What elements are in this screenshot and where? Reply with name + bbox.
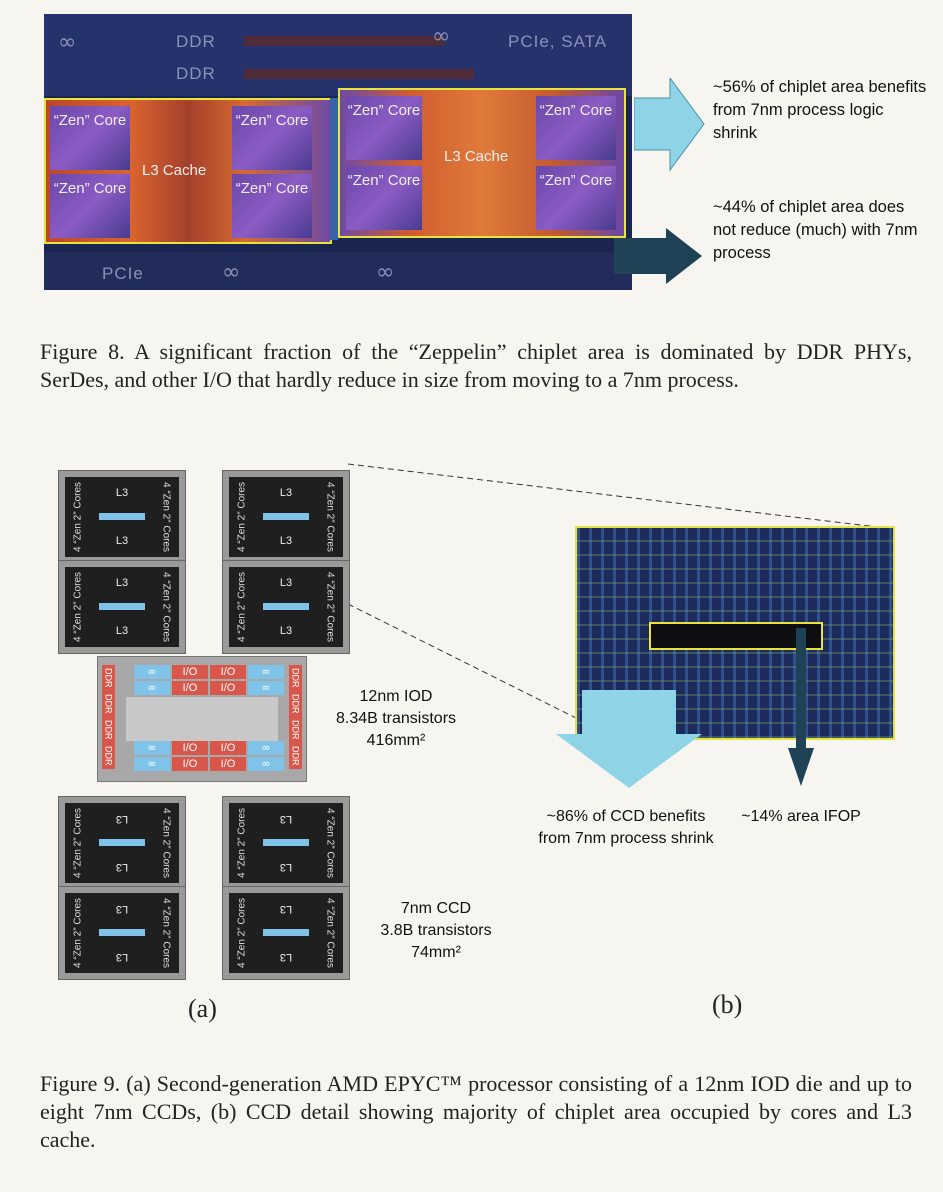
infinity-icon: ∞ xyxy=(248,741,284,755)
io-cell: I/O xyxy=(210,741,246,755)
light-arrow xyxy=(634,78,705,172)
ddr-label: DDR xyxy=(176,64,216,83)
die-texture xyxy=(244,36,444,46)
iod-spec: 12nm IOD 8.34B transistors 416mm² xyxy=(335,688,457,749)
io-cell: I/O xyxy=(172,741,208,755)
figure-9-caption: Figure 9. (a) Second-generation AMD EPYC… xyxy=(40,1071,912,1152)
l3-cache-label: L3 Cache xyxy=(444,148,509,165)
infinity-icon: ∞ xyxy=(248,681,284,695)
io-cell: I/O xyxy=(210,665,246,679)
infinity-fabric-bar xyxy=(263,929,309,936)
io-no-shrink-annotation: ~44% of chiplet area does not reduce (mu… xyxy=(713,198,918,262)
infinity-icon: ∞ xyxy=(376,260,395,285)
zen-core: “Zen” Core xyxy=(50,106,130,170)
infinity-fabric-bar xyxy=(263,603,309,610)
infinity-fabric-bar xyxy=(99,603,145,610)
l3-cache-label: L3 Cache xyxy=(142,162,207,179)
infinity-fabric-bar xyxy=(99,839,145,846)
infinity-fabric-bar xyxy=(99,929,145,936)
ddr-phy-region xyxy=(44,14,632,96)
infinity-icon: ∞ xyxy=(134,681,170,695)
ccd-block: 4 “Zen 2” Cores L3 L3 4 “Zen 2” Cores xyxy=(222,470,350,564)
zen-core: “Zen” Core xyxy=(232,174,312,238)
ccd-block: 4 “Zen 2” Cores L3 L3 4 “Zen 2” Cores xyxy=(58,886,186,980)
right-ccx: “Zen” Core “Zen” Core “Zen” Core “Zen” C… xyxy=(338,88,626,238)
pcie-label: PCIe xyxy=(102,264,144,283)
zen-core: “Zen” Core xyxy=(346,96,422,160)
zen-core: “Zen” Core xyxy=(346,166,422,230)
io-cell: I/O xyxy=(210,681,246,695)
infinity-icon: ∞ xyxy=(134,741,170,755)
zen-core: “Zen” Core xyxy=(536,166,616,230)
ccd-dark-arrow xyxy=(788,628,814,786)
infinity-fabric-bar xyxy=(263,839,309,846)
infinity-fabric-bar xyxy=(99,513,145,520)
infinity-icon: ∞ xyxy=(58,30,77,55)
zen-core: “Zen” Core xyxy=(232,106,312,170)
zen-core: “Zen” Core xyxy=(50,174,130,238)
iod-center xyxy=(126,697,278,741)
logic-shrink-annotation: ~56% of chiplet area benefits from 7nm p… xyxy=(713,78,927,142)
ccd-block: 4 “Zen 2” Cores L3 L3 4 “Zen 2” Cores xyxy=(58,470,186,564)
subfigure-a-label: (a) xyxy=(188,994,217,1023)
infinity-icon: ∞ xyxy=(134,665,170,679)
infinity-icon: ∞ xyxy=(248,757,284,771)
io-cell: I/O xyxy=(172,757,208,771)
infinity-icon: ∞ xyxy=(432,24,451,49)
infinity-fabric-bar xyxy=(263,513,309,520)
dark-arrow xyxy=(614,228,702,284)
infinity-icon: ∞ xyxy=(248,665,284,679)
zen-core: “Zen” Core xyxy=(536,96,616,160)
ifop-region xyxy=(649,622,823,650)
infinity-icon: ∞ xyxy=(134,757,170,771)
pcie-region xyxy=(44,252,632,290)
io-cell: I/O xyxy=(172,665,208,679)
infinity-icon: ∞ xyxy=(222,260,241,285)
figure-8-caption: Figure 8. A significant fraction of the … xyxy=(40,339,912,392)
io-cell: I/O xyxy=(172,681,208,695)
io-cell: I/O xyxy=(210,757,246,771)
ccd-block: 4 “Zen 2” Cores L3 L3 4 “Zen 2” Cores xyxy=(58,560,186,654)
ccd-spec: 7nm CCD 3.8B transistors 74mm² xyxy=(380,900,492,961)
ifop-annotation: ~14% area IFOP xyxy=(741,808,861,825)
left-ccx: “Zen” Core “Zen” Core “Zen” Core “Zen” C… xyxy=(44,98,332,244)
ccd-block: 4 “Zen 2” Cores L3 L3 4 “Zen 2” Cores xyxy=(222,796,350,890)
subfigure-b-label: (b) xyxy=(712,990,743,1019)
ddr-label: DDR xyxy=(176,32,216,51)
ccd-light-arrow xyxy=(556,690,702,788)
zeppelin-die-photo: ∞ DDR DDR ∞ PCIe, SATA PCIe ∞ ∞ “Zen” Co… xyxy=(44,14,632,290)
ccd-block: 4 “Zen 2” Cores L3 L3 4 “Zen 2” Cores xyxy=(222,560,350,654)
die-texture xyxy=(244,69,474,79)
ccd-shrink-annotation: ~86% of CCD benefits from 7nm process sh… xyxy=(538,808,714,847)
ccd-block: 4 “Zen 2” Cores L3 L3 4 “Zen 2” Cores xyxy=(222,886,350,980)
pcie-sata-label: PCIe, SATA xyxy=(508,32,608,51)
die-texture xyxy=(330,98,338,240)
ccd-block: 4 “Zen 2” Cores L3 L3 4 “Zen 2” Cores xyxy=(58,796,186,890)
